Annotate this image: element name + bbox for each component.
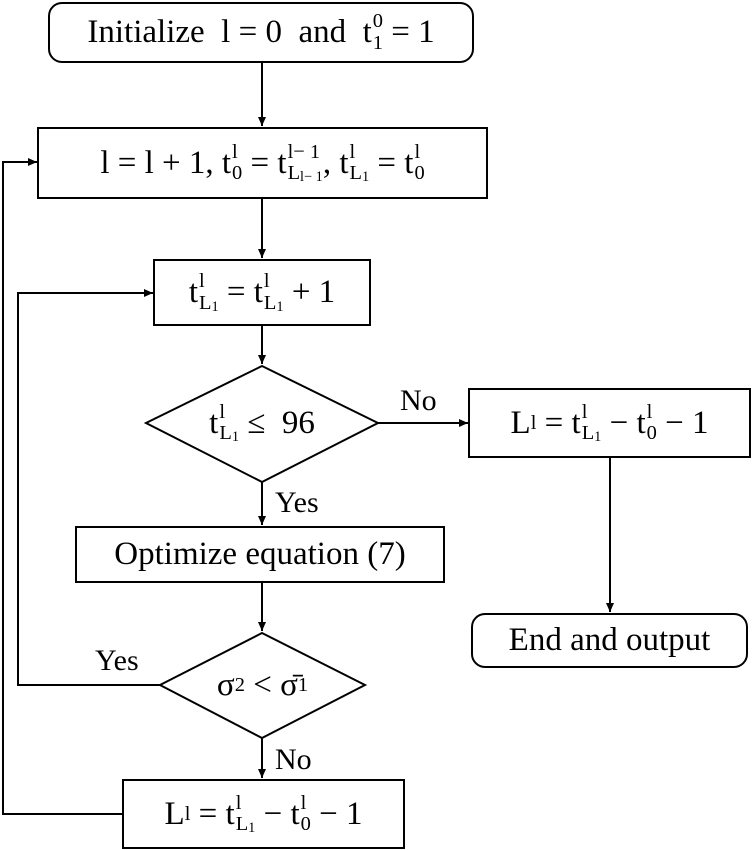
end-node: End and output [471,613,748,668]
edge-label-yes-left: Yes [95,644,139,677]
init-text: Initialize l = 0 and [87,14,363,50]
edge-label-yes-down: Yes [275,486,319,519]
end-label: End and output [508,622,711,658]
edge-label-no-right: No [400,384,437,417]
arrow-sigma-yes-loop [17,289,160,686]
optimize-label: Optimize equation (7) [114,536,406,572]
edge-label-no-down: No [275,743,312,776]
arrow-bottom-loop [2,158,122,815]
decision-sigma-shape [157,631,368,740]
decision-check96-shape [143,364,381,484]
optimize-node: Optimize equation (7) [75,526,445,583]
